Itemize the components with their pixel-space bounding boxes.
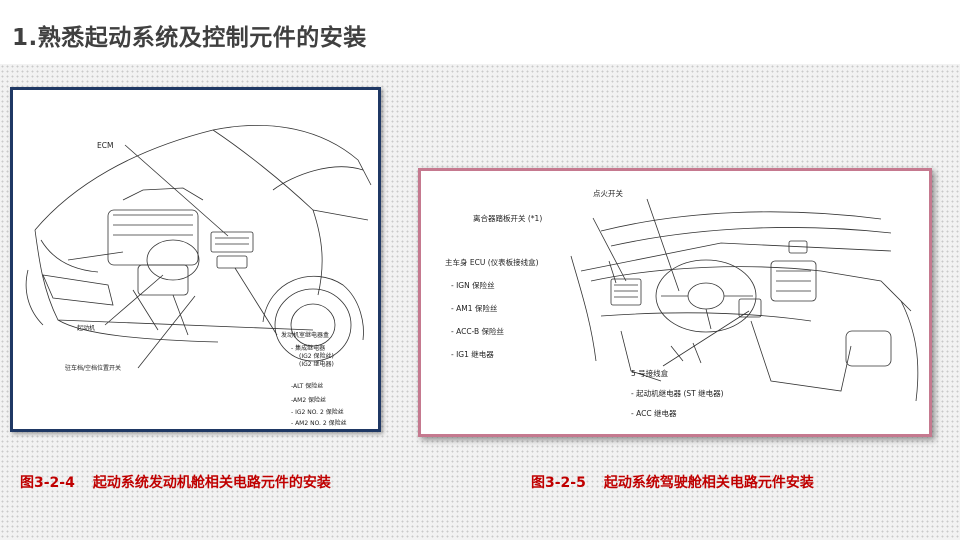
label-am1-fuse: - AM1 保险丝 <box>451 303 498 313</box>
cockpit-drawing: 点火开关 离合器踏板开关 (*1) 主车身 ECU (仪表板接线盒) - IGN… <box>445 188 919 418</box>
label-ign-fuse: - IGN 保险丝 <box>451 280 495 290</box>
caption-right-number: 图3-2-5 <box>531 475 586 491</box>
label-ecm: ECM <box>97 141 113 150</box>
car-outline <box>25 125 372 362</box>
leader-lines <box>104 144 278 369</box>
label-ignition-switch: 点火开关 <box>593 188 623 198</box>
label-ig1-relay: - IG1 继电器 <box>451 349 494 359</box>
label-ig2-no2-fuse: - IG2 NO. 2 保险丝 <box>291 408 344 416</box>
engine-compartment-figure: ECM 起动机 驻车档/空档位置开关 发动机室继电器盒 - 集成继电器 (IG2… <box>10 87 381 432</box>
label-main-body-ecu: 主车身 ECU (仪表板接线盒) <box>445 257 539 267</box>
cockpit-figure: 点火开关 离合器踏板开关 (*1) 主车身 ECU (仪表板接线盒) - IGN… <box>418 168 932 437</box>
label-starter: 起动机 <box>77 324 95 332</box>
label-am2-no2-fuse: - AM2 NO. 2 保险丝 <box>291 419 347 427</box>
label-st-relay: - 起动机继电器 (ST 继电器) <box>631 388 724 398</box>
label-integrated-relay: - 集成继电器 <box>291 344 325 352</box>
label-neutral-switch: 驻车档/空档位置开关 <box>65 364 121 372</box>
caption-right: 图3-2-5 起动系统驾驶舱相关电路元件安装 <box>531 472 814 492</box>
leader-lines <box>592 198 750 367</box>
caption-left-number: 图3-2-4 <box>20 475 75 491</box>
label-ig2-relay: (IG2 继电器) <box>299 360 334 368</box>
caption-left: 图3-2-4 起动系统发动机舱相关电路元件的安装 <box>20 472 331 492</box>
label-alt-fuse: -ALT 保险丝 <box>291 382 323 390</box>
dashboard-outline <box>570 211 919 402</box>
label-ig2-fuse: (IG2 保险丝) <box>299 352 334 360</box>
label-accb-fuse: - ACC-B 保险丝 <box>451 326 505 336</box>
label-relay-box: 发动机室继电器盒 <box>281 331 329 339</box>
label-acc-relay: - ACC 继电器 <box>631 408 677 418</box>
title-band <box>0 0 960 64</box>
label-junction-box5: 5 号接线盒 <box>631 368 669 378</box>
slide-title: 1.熟悉起动系统及控制元件的安装 <box>12 25 367 51</box>
label-am2-fuse: -AM2 保险丝 <box>291 396 326 404</box>
label-clutch-switch: 离合器踏板开关 (*1) <box>473 213 542 223</box>
engine-compartment-drawing: ECM 起动机 驻车档/空档位置开关 发动机室继电器盒 - 集成继电器 (IG2… <box>25 125 372 427</box>
caption-left-text: 起动系统发动机舱相关电路元件的安装 <box>92 475 331 491</box>
caption-right-text: 起动系统驾驶舱相关电路元件安装 <box>603 475 814 491</box>
